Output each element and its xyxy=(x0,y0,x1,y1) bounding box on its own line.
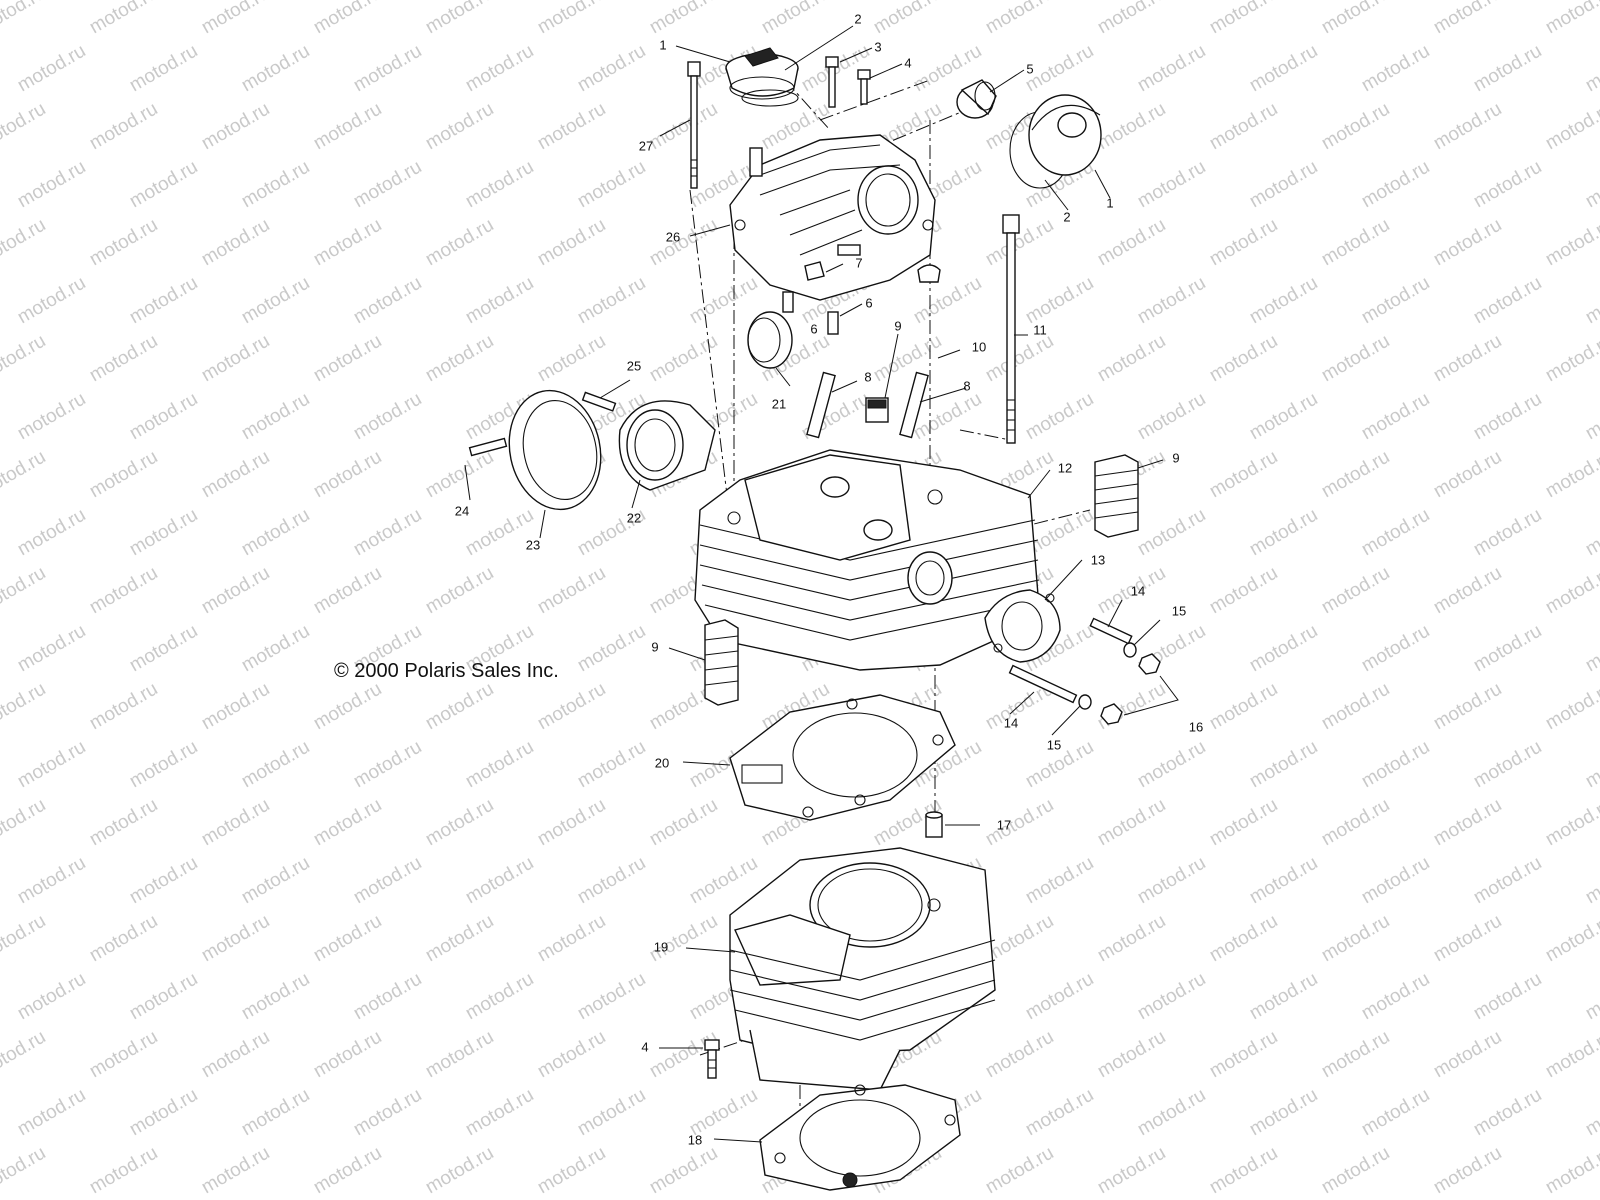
intake-assembly xyxy=(468,389,716,511)
callout-13: 13 xyxy=(1091,552,1105,567)
callout-18: 18 xyxy=(688,1132,702,1147)
callout-19: 19 xyxy=(654,939,668,954)
callout-10: 10 xyxy=(972,339,986,354)
callout-9: 9 xyxy=(651,639,658,654)
callout-23: 23 xyxy=(526,537,540,552)
valve-cover-cap-top xyxy=(725,47,799,107)
callout-17: 17 xyxy=(997,817,1011,832)
callout-16: 16 xyxy=(1189,719,1203,734)
cylinder-head-12 xyxy=(694,449,1041,671)
bolt-4-lower xyxy=(704,1039,720,1079)
callout-7: 7 xyxy=(855,255,862,270)
callout-21: 21 xyxy=(772,396,786,411)
callout-15: 15 xyxy=(1172,603,1186,618)
callout-9: 9 xyxy=(1172,450,1179,465)
callout-8: 8 xyxy=(864,369,871,384)
dowel-17 xyxy=(925,811,943,838)
callout-20: 20 xyxy=(655,755,669,770)
callout-25: 25 xyxy=(627,358,641,373)
callout-12: 12 xyxy=(1058,460,1072,475)
callout-24: 24 xyxy=(455,503,469,518)
callout-labels: 1 2 3 4 5 2 1 27 26 6 6 7 8 9 10 8 11 21… xyxy=(334,11,1203,1147)
callout-22: 22 xyxy=(627,510,641,525)
cap-21 xyxy=(747,311,793,369)
callout-4: 4 xyxy=(904,55,911,70)
callout-14: 14 xyxy=(1131,583,1145,598)
exhaust-studs-nuts xyxy=(1008,617,1179,725)
callout-6: 6 xyxy=(865,295,872,310)
callout-27: 27 xyxy=(639,138,653,153)
bolt-4-top xyxy=(857,69,871,105)
rocker-cover-26 xyxy=(729,134,936,301)
callout-1: 1 xyxy=(1106,195,1113,210)
callout-9: 9 xyxy=(894,318,901,333)
base-gasket-18 xyxy=(759,1084,961,1191)
head-gasket-20 xyxy=(729,694,956,821)
bolt-3 xyxy=(825,56,839,108)
valve-guide-block-9-right xyxy=(1094,454,1139,538)
exhaust-gasket-13 xyxy=(984,589,1061,663)
dowel-pins-6 xyxy=(782,291,839,335)
callout-4: 4 xyxy=(641,1039,648,1054)
leader-lines xyxy=(464,25,1164,1143)
callout-1: 1 xyxy=(659,37,666,52)
callout-26: 26 xyxy=(666,229,680,244)
long-bolt-27 xyxy=(687,61,701,189)
copyright-text: © 2000 Polaris Sales Inc. xyxy=(334,660,559,682)
valve-parts-upper xyxy=(804,261,941,439)
plug-5 xyxy=(956,79,997,119)
cylinder-19 xyxy=(729,847,996,1091)
callout-15: 15 xyxy=(1047,737,1061,752)
side-cap-and-oring xyxy=(1009,94,1102,189)
callout-2: 2 xyxy=(1063,209,1070,224)
callout-2: 2 xyxy=(854,11,861,26)
callout-14: 14 xyxy=(1004,715,1018,730)
long-stud-11 xyxy=(1002,214,1020,444)
callout-8: 8 xyxy=(963,378,970,393)
callout-6: 6 xyxy=(810,321,817,336)
callout-3: 3 xyxy=(874,39,881,54)
callout-11: 11 xyxy=(1033,322,1047,337)
callout-5: 5 xyxy=(1026,61,1033,76)
valve-guide-block-9-left xyxy=(704,619,739,706)
